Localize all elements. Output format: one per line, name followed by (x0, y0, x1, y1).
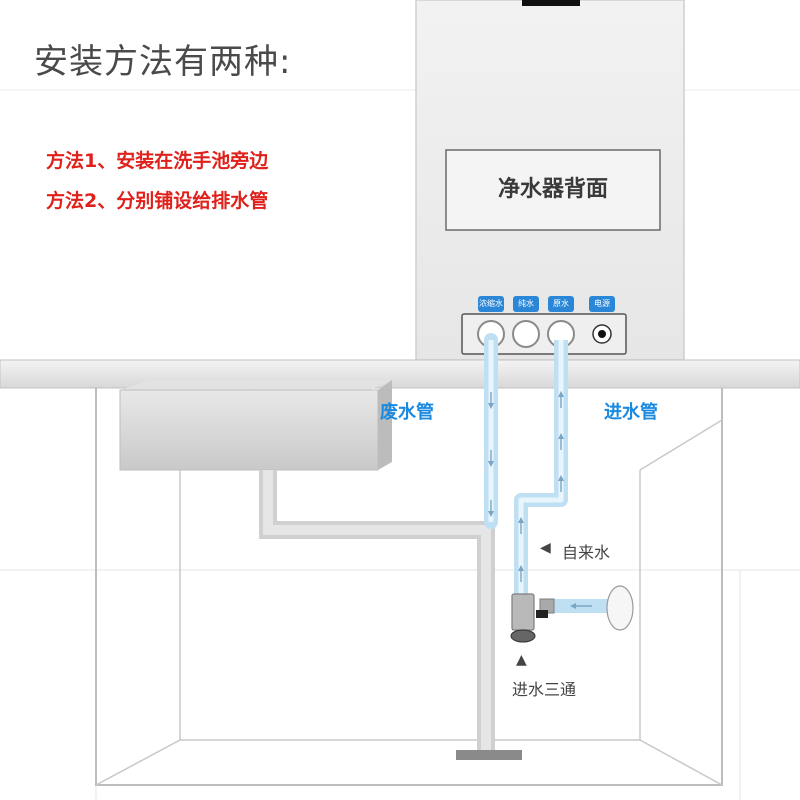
cabinet-inner-back (179, 470, 641, 741)
wastewater-pipe-label: 废水管 (380, 402, 434, 423)
flow-arrows-down (488, 392, 494, 517)
purifier-back-panel (445, 149, 661, 231)
cabinet-corner-line (639, 419, 723, 471)
tee-valve-arrow-icon: ▲ (516, 652, 527, 668)
tee-valve-body (511, 593, 535, 631)
flow-arrows-up (518, 391, 564, 582)
method-1-text: 方法1、安装在洗手池旁边 (46, 150, 269, 172)
sink-basin-top (120, 380, 392, 390)
drain-floor-flange (456, 750, 522, 760)
port-label-pure-water: 纯水 (513, 296, 539, 312)
page-title: 安装方法有两种: (34, 42, 292, 82)
tee-valve-handle (536, 610, 548, 618)
sink-basin (119, 389, 379, 471)
flow-arrow-left (570, 603, 592, 609)
cabinet-corner-line (639, 739, 723, 786)
tap-water-label: 自来水 (562, 543, 611, 562)
tee-valve-label: 进水三通 (512, 680, 577, 699)
cabinet-frame (95, 388, 723, 786)
pure-water-port (512, 320, 540, 348)
countertop (0, 359, 800, 389)
tee-valve-base (510, 629, 536, 643)
sink-basin-side (378, 380, 392, 470)
inlet-tube-highlight (518, 340, 564, 598)
purifier-top-slot (522, 0, 580, 6)
inlet-pipe-label: 进水管 (604, 402, 658, 423)
purifier-panel-title: 净水器背面 (497, 177, 608, 202)
port-label-concentrate: 浓缩水 (478, 296, 504, 312)
wall-outlet (606, 585, 634, 631)
drain-pipe-highlight (263, 470, 491, 752)
port-strip (461, 313, 627, 355)
tap-water-arrow-icon: ◀ (540, 540, 551, 556)
port-label-power: 电源 (589, 296, 615, 312)
cabinet-corner-line (95, 739, 181, 786)
power-port-center (598, 330, 606, 338)
method-2-text: 方法2、分别铺设给排水管 (46, 190, 269, 212)
port-label-raw-water: 原水 (548, 296, 574, 312)
